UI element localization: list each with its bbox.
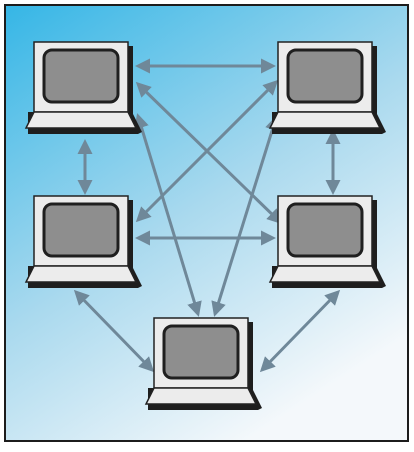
keyboard-base — [268, 265, 382, 283]
computer-top-right-icon — [268, 41, 386, 134]
connection-links — [73, 58, 341, 373]
screen-icon — [42, 48, 120, 104]
computer-middle-right-icon — [268, 195, 386, 288]
screen-icon — [42, 202, 120, 258]
link-middle-left-to-bottom-center — [73, 289, 155, 373]
computer-bottom-center-icon — [144, 317, 262, 410]
screen-icon — [286, 202, 364, 258]
link-top-right-to-middle-left — [135, 79, 279, 223]
computer-top-left-icon — [24, 41, 142, 134]
keyboard-base — [268, 111, 382, 129]
keyboard-base — [24, 111, 138, 129]
computer-middle-left-icon — [24, 195, 142, 288]
keyboard-base — [144, 387, 258, 405]
link-middle-right-to-bottom-center — [259, 289, 341, 373]
link-top-right-to-bottom-center — [211, 115, 280, 317]
screen-icon — [162, 324, 240, 380]
keyboard-base — [24, 265, 138, 283]
screen-icon — [286, 48, 364, 104]
computers — [24, 41, 386, 410]
